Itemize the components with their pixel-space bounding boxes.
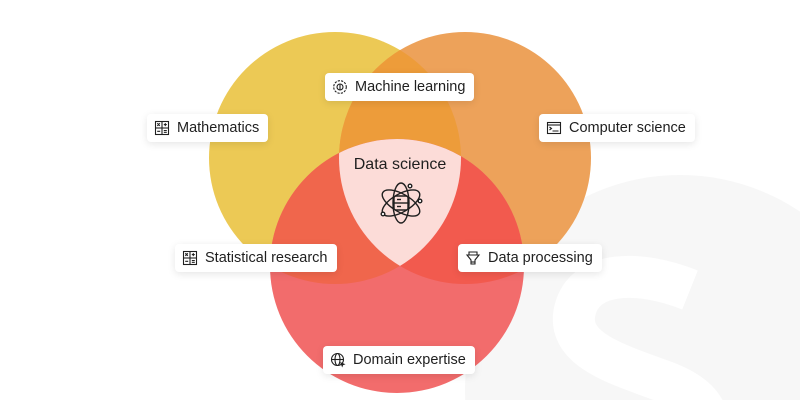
label-statistical-research: Statistical research	[175, 244, 337, 272]
label-data-processing: Data processing	[458, 244, 602, 272]
brain-gear-icon	[333, 80, 347, 94]
label-mathematics: Mathematics	[147, 114, 269, 142]
label-text: Statistical research	[205, 250, 328, 266]
center-title: Data science	[353, 156, 447, 173]
label-text: Machine learning	[355, 79, 466, 95]
label-text: Mathematics	[177, 120, 260, 136]
label-text: Data processing	[488, 250, 593, 266]
label-text: Domain expertise	[353, 352, 466, 368]
terminal-icon	[546, 121, 562, 135]
label-machine-learning: Machine learning	[325, 73, 475, 101]
calculator-icon	[182, 250, 198, 266]
globe-cursor-icon	[330, 352, 346, 368]
calculator-icon	[154, 120, 170, 136]
label-computer-science: Computer science	[539, 114, 695, 142]
label-text: Computer science	[569, 120, 686, 136]
label-domain-expertise: Domain expertise	[323, 346, 475, 374]
funnel-icon	[465, 251, 481, 265]
atom-server-icon	[380, 182, 423, 224]
